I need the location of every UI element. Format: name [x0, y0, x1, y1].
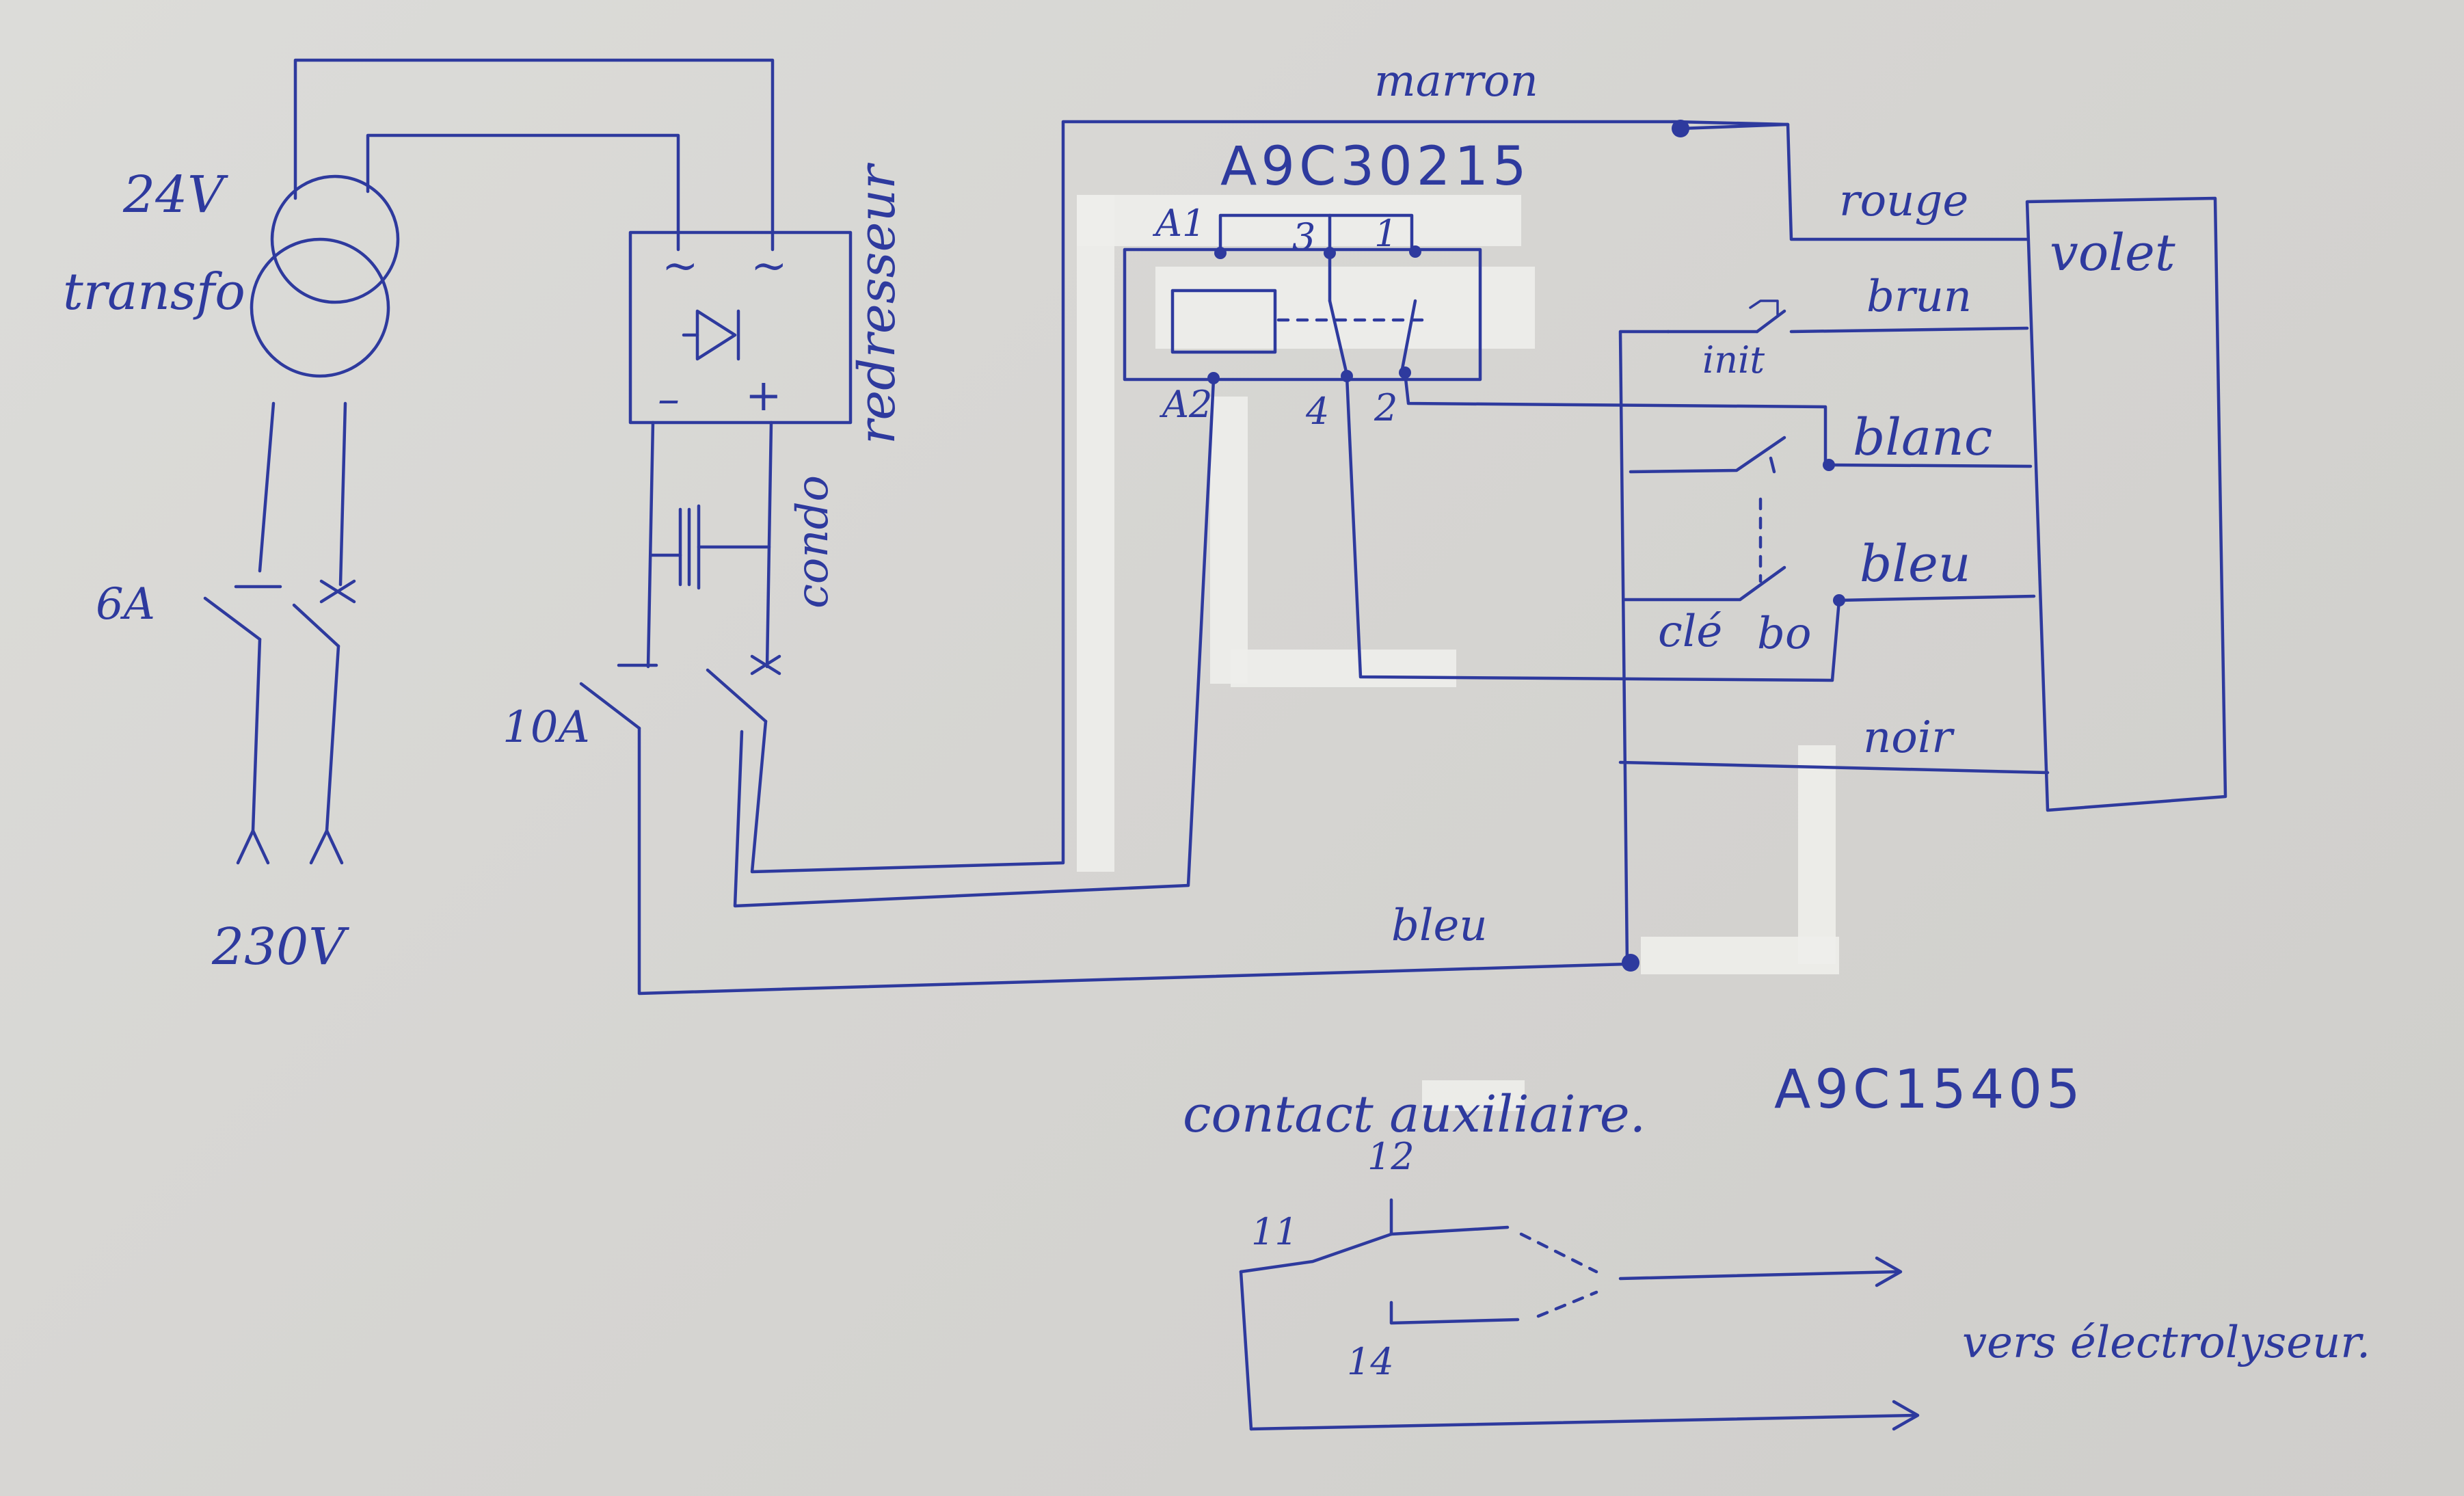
wire-marron: [1678, 122, 2029, 241]
aux-contact: contact auxiliaire. A9C15405 12 11 14 ve…: [1183, 1059, 2370, 1431]
tape-strip: [1422, 1080, 1525, 1111]
tape-strip: [1077, 195, 1521, 246]
wire-bleu-common: [1618, 330, 1670, 966]
mains-voltage-label: 230V: [211, 918, 349, 976]
wire-blanc-switch: [1629, 436, 1786, 474]
wire-rouge-label: rouge: [1839, 176, 1968, 226]
tape-strip: [1641, 937, 1839, 974]
transformer-voltage-label: 24V: [122, 165, 228, 224]
aux-contact-reference: A9C15405: [1774, 1059, 2085, 1121]
motor-name-label: volet: [2050, 224, 2175, 282]
wire-relay-2-to-blanc: [1403, 371, 1827, 466]
junction-bleu: [1622, 954, 1639, 972]
rectifier-ac-in-2: ~: [751, 241, 788, 291]
rectifier-ac-in-1: ~: [662, 241, 699, 291]
rectifier: ~ ~ – + redresseur: [628, 162, 907, 444]
aux-terminal-11: 11: [1251, 1210, 1298, 1253]
tape-strip: [1231, 650, 1456, 687]
junction-marron: [1672, 120, 1689, 137]
aux-contact-caption: contact auxiliaire.: [1183, 1085, 1646, 1144]
wire-mains-l: [258, 401, 276, 573]
relay-terminal-a1: A1: [1152, 202, 1205, 245]
motor: volet: [2025, 196, 2227, 812]
wire-marron-label: marron: [1374, 56, 1538, 107]
switch-init: init: [1666, 299, 2029, 382]
wire-rectifier-negative: [646, 420, 655, 669]
switch-bo-label: bo: [1757, 609, 1812, 659]
tape-strip: [1077, 195, 1114, 872]
capacitor: condo: [649, 475, 838, 609]
motor-box: [2025, 196, 2227, 812]
rectifier-name-label: redresseur: [848, 162, 907, 444]
mains-breaker: 6A 230V: [96, 579, 356, 976]
capacitor-label: condo: [788, 475, 838, 609]
dc-breaker: 10A: [503, 654, 781, 753]
wire-brun-label: brun: [1866, 271, 1972, 322]
aux-destination-label: vers électrolyseur.: [1962, 1318, 2370, 1368]
aux-arrow-line-1: [1618, 1270, 1899, 1281]
wire-transfo-to-rectifier-inner: [366, 133, 680, 252]
diode-symbol: [695, 309, 737, 361]
wire-relay-4-to-bleu: [1345, 374, 1841, 682]
wire-dc-positive-to-a1: [750, 120, 1790, 874]
relay-terminal-4: 4: [1305, 390, 1329, 433]
wire-blanc-label: blanc: [1853, 408, 1992, 467]
relay-terminal-1: 1: [1374, 212, 1397, 255]
wire-transfo-to-rectifier-outer: [293, 58, 775, 252]
transformer-name-label: transfo: [63, 263, 245, 321]
transformer: 24V transfo: [63, 165, 400, 378]
wire-dc-negative-bus: [637, 726, 1629, 996]
wire-noir-label: noir: [1863, 712, 1955, 763]
mains-breaker-rating: 6A: [96, 579, 155, 630]
wire-blanc: [1827, 463, 2033, 468]
aux-terminal-12: 12: [1367, 1135, 1415, 1178]
relay-frame: [1123, 248, 1482, 382]
rectifier-box: [628, 230, 853, 425]
switch-cle-label: clé: [1658, 606, 1722, 657]
transformer-coil-primary: [250, 237, 390, 378]
wire-dc-positive-to-a2: [733, 377, 1216, 908]
tape-strip: [1155, 267, 1535, 349]
tape-strip: [1210, 397, 1248, 684]
wire-noir: [1618, 760, 2050, 775]
relay-terminal-3: 3: [1292, 215, 1315, 258]
relay-terminal-2: 2: [1374, 386, 1397, 429]
aux-arrow-line-2: [1249, 1413, 1916, 1431]
relay: A9C30215 A1 3 1 A2 4 2: [1123, 136, 1531, 433]
tape-strip: [1798, 745, 1836, 964]
rectifier-positive: +: [745, 371, 782, 421]
wire-bleu-motor: [1837, 594, 2036, 602]
transformer-coil-secondary: [270, 174, 400, 304]
relay-reference: A9C30215: [1220, 136, 1531, 198]
wire-bleu-switch: [1622, 565, 1786, 602]
dc-breaker-rating: 10A: [503, 702, 590, 753]
wire-bleu-motor-label: bleu: [1860, 535, 1971, 593]
wire-bleu-common-label: bleu: [1391, 900, 1488, 951]
wire-mains-n: [338, 401, 347, 587]
wire-rectifier-positive: [765, 420, 773, 669]
switch-init-label: init: [1702, 338, 1765, 382]
relay-terminal-a2: A2: [1159, 383, 1212, 426]
aux-terminal-14: 14: [1347, 1340, 1394, 1383]
relay-coil: [1170, 289, 1277, 354]
tape-strips: [1077, 195, 1839, 1111]
rectifier-negative: –: [658, 374, 680, 425]
